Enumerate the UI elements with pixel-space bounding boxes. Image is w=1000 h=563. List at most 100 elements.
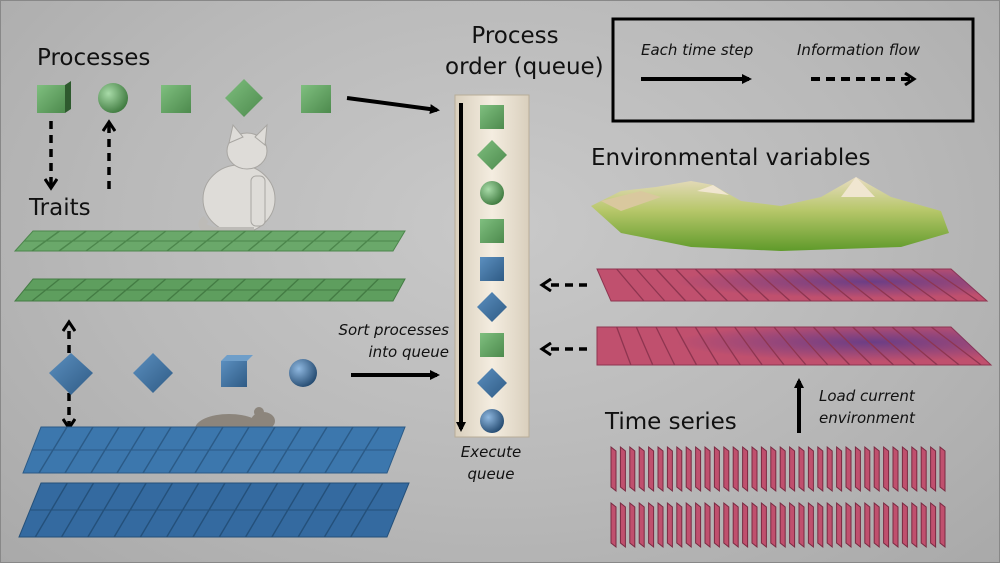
pink-grid-lower-line — [891, 326, 938, 366]
green-process-row — [37, 79, 331, 117]
time-series-slab-row2 — [704, 501, 711, 549]
pink-grid-lower-line — [911, 326, 960, 366]
time-series-slab-row2 — [666, 501, 673, 549]
pink-grid-upper-line — [871, 268, 916, 302]
time-series-slab-row1 — [648, 445, 655, 493]
pink-grid-upper-line — [832, 268, 875, 302]
pink-grid-lower-line — [852, 326, 894, 366]
green-cube-3 — [301, 85, 331, 113]
time-series-slab-row1 — [930, 445, 937, 493]
label-processes: Processes — [37, 45, 151, 71]
time-series-slab-row2 — [760, 501, 767, 549]
time-series-slab-row2 — [789, 501, 796, 549]
time-series-slab-row1 — [732, 445, 739, 493]
time-series-slab-row2 — [770, 501, 777, 549]
time-series-slab-row2 — [864, 501, 871, 549]
time-series-slab-row2 — [779, 501, 786, 549]
time-series-slabs — [610, 445, 946, 549]
label-traits: Traits — [29, 195, 91, 221]
time-series-slab-row1 — [845, 445, 852, 493]
time-series-slab-row2 — [685, 501, 692, 549]
time-series-slab-row1 — [742, 445, 749, 493]
queue-item-4-green-cube — [480, 219, 504, 243]
time-series-slab-row2 — [619, 501, 626, 549]
queue-item-6-blue-diamond — [477, 292, 507, 322]
time-series-slab-row2 — [920, 501, 927, 549]
time-series-slab-row1 — [789, 445, 796, 493]
pink-grid-upper-line — [891, 268, 937, 302]
time-series-slab-row1 — [807, 445, 814, 493]
time-series-slab-row1 — [939, 445, 946, 493]
time-series-slab-row2 — [742, 501, 749, 549]
time-series-slab-row1 — [676, 445, 683, 493]
time-series-slab-row1 — [798, 445, 805, 493]
time-series-slab-row1 — [826, 445, 833, 493]
pink-grid-lower-line — [714, 326, 741, 366]
time-series-slab-row1 — [892, 445, 899, 493]
pink-grid-upper-line — [812, 268, 854, 302]
pink-grid-upper-line — [714, 268, 749, 302]
time-series-slab-row1 — [836, 445, 843, 493]
time-series-slab-row1 — [873, 445, 880, 493]
time-series-slab-row2 — [732, 501, 739, 549]
label-load-environment: Load current environment — [819, 385, 915, 429]
queue-shapes — [477, 105, 507, 433]
time-series-slab-row2 — [883, 501, 890, 549]
time-series-slab-row1 — [751, 445, 758, 493]
label-load-line1: Load current — [819, 387, 915, 405]
time-series-slab-row1 — [629, 445, 636, 493]
pink-grid-upper-line — [852, 268, 895, 302]
pink-grid-lines — [616, 268, 982, 366]
label-execute-line1: Execute — [460, 443, 522, 461]
queue-item-3-green-sphere — [480, 181, 504, 205]
pink-grid-lower-line — [655, 326, 676, 366]
pink-grid-lower-line — [694, 326, 719, 366]
time-series-slab-row2 — [751, 501, 758, 549]
pink-grid-lower-line — [793, 326, 829, 366]
label-sort-processes: Sort processes into queue — [325, 319, 449, 363]
queue-item-1-green-cube — [480, 105, 504, 129]
time-series-slab-row1 — [883, 445, 890, 493]
time-series-slab-row2 — [911, 501, 918, 549]
pink-grid-lower-line — [635, 326, 654, 366]
time-series-slab-row1 — [911, 445, 918, 493]
time-series-slab-row2 — [817, 501, 824, 549]
time-series-slab-row2 — [826, 501, 833, 549]
time-series-slab-row1 — [920, 445, 927, 493]
time-series-slab-row1 — [713, 445, 720, 493]
legend-box — [611, 17, 975, 123]
mountain-landscape — [591, 177, 949, 251]
time-series-slab-row1 — [657, 445, 664, 493]
pink-grid-upper-line — [793, 268, 833, 302]
time-series-slab-row1 — [638, 445, 645, 493]
pink-grid-upper-line — [930, 268, 979, 302]
label-load-line2: environment — [819, 409, 915, 427]
label-environmental-variables: Environmental variables — [591, 145, 871, 171]
time-series-slab-row2 — [939, 501, 946, 549]
pink-grid-upper-line — [694, 268, 728, 302]
label-process-order-line1: Process — [471, 23, 559, 49]
queue-item-9-blue-sphere — [480, 409, 504, 433]
queue-item-8-blue-diamond — [477, 368, 507, 398]
queue-item-2-green-diamond — [477, 140, 507, 170]
time-series-slab-row2 — [807, 501, 814, 549]
legend-each-time-step: Each time step — [641, 41, 754, 59]
blue-sphere — [289, 359, 317, 387]
time-series-slab-row2 — [657, 501, 664, 549]
label-execute-line2: queue — [467, 465, 515, 483]
green-cube-1 — [37, 81, 71, 113]
cat-figure — [198, 123, 276, 235]
time-series-slab-row2 — [892, 501, 899, 549]
time-series-slab-row1 — [779, 445, 786, 493]
time-series-slab-row1 — [760, 445, 767, 493]
grid-lines — [24, 230, 399, 538]
pink-grid-lower-line — [871, 326, 916, 366]
time-series-slab-row2 — [610, 501, 617, 549]
pink-grid-lower-line — [930, 326, 982, 366]
time-series-slab-row2 — [648, 501, 655, 549]
time-series-slab-row1 — [695, 445, 702, 493]
blue-diamond-1 — [49, 353, 93, 395]
queue-item-5-blue-cube — [480, 257, 504, 281]
label-process-order: Process order (queue) — [445, 21, 604, 83]
